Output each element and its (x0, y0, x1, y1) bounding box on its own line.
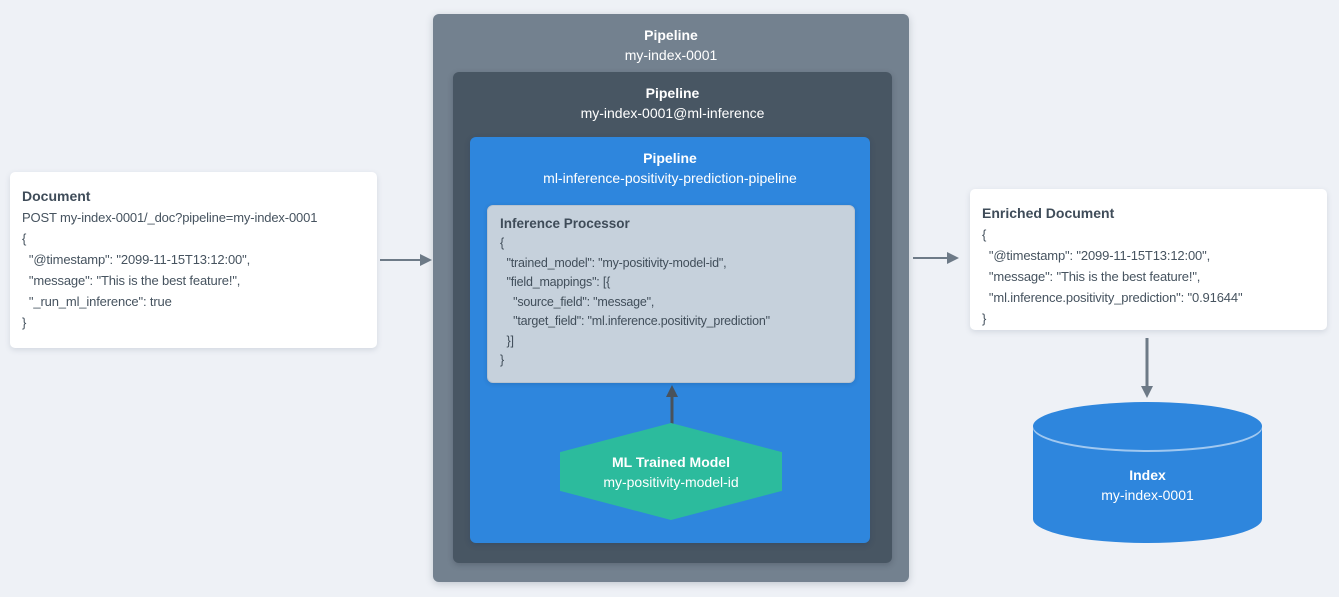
arrow-right-document-to-pipeline-icon (380, 254, 432, 266)
enriched-card-title: Enriched Document (982, 205, 1115, 221)
index-cylinder: Index my-index-0001 (1033, 402, 1262, 543)
document-code-line: } (22, 315, 27, 330)
inner-pipeline-label: Pipeline (643, 150, 697, 166)
document-code-line: "_run_ml_inference": true (22, 294, 172, 309)
inference-processor-code-line: } (500, 353, 504, 367)
inference-processor-code-line: "source_field": "message", (500, 294, 655, 309)
enriched-document-card: Enriched Document { "@timestamp": "2099-… (970, 189, 1327, 330)
arrow-up-model-to-processor-icon (666, 385, 678, 425)
inner-pipeline-name: ml-inference-positivity-prediction-pipel… (543, 170, 797, 186)
enriched-code-line: } (982, 311, 987, 326)
middle-pipeline-header: Pipeline my-index-0001@ml-inference (453, 72, 892, 123)
inference-processor-code-line: "trained_model": "my-positivity-model-id… (500, 255, 727, 270)
document-code-line: "message": "This is the best feature!", (22, 273, 241, 288)
index-title: Index (1129, 467, 1166, 483)
cylinder-top-ellipse (1033, 402, 1262, 450)
outer-pipeline-header: Pipeline my-index-0001 (433, 14, 909, 65)
arrow-right-pipeline-to-enriched-icon (913, 252, 959, 264)
inference-processor-code-line: }] (500, 333, 514, 348)
index-text: Index my-index-0001 (1033, 465, 1262, 505)
enriched-code-line: "ml.inference.positivity_prediction": "0… (982, 290, 1243, 305)
enriched-code-line: "message": "This is the best feature!", (982, 269, 1201, 284)
inference-processor-box: Inference Processor { "trained_model": "… (487, 205, 855, 383)
middle-pipeline-name: my-index-0001@ml-inference (580, 105, 765, 121)
document-code-line: POST my-index-0001/_doc?pipeline=my-inde… (22, 210, 318, 225)
inner-pipeline-header: Pipeline ml-inference-positivity-predict… (470, 137, 870, 188)
inference-processor-title: Inference Processor (500, 216, 630, 231)
arrow-down-enriched-to-index-icon (1141, 338, 1153, 398)
ml-model-name: my-positivity-model-id (603, 473, 739, 490)
document-card-title: Document (22, 188, 91, 204)
enriched-code-line: { (982, 227, 987, 242)
enriched-code-line: "@timestamp": "2099-11-15T13:12:00", (982, 248, 1211, 263)
outer-pipeline-label: Pipeline (644, 27, 698, 43)
index-name: my-index-0001 (1101, 487, 1194, 503)
document-card: Document POST my-index-0001/_doc?pipelin… (10, 172, 377, 348)
inference-processor-code-line: "field_mappings": [{ (500, 275, 611, 289)
middle-pipeline-label: Pipeline (645, 85, 700, 101)
ml-model-title: ML Trained Model (612, 453, 730, 470)
outer-pipeline-name: my-index-0001 (624, 47, 718, 63)
document-code-line: "@timestamp": "2099-11-15T13:12:00", (22, 252, 251, 267)
inference-processor-code-line: "target_field": "ml.inference.positivity… (500, 314, 770, 328)
inference-processor-code-line: { (500, 236, 504, 250)
document-code-line: { (22, 231, 27, 246)
